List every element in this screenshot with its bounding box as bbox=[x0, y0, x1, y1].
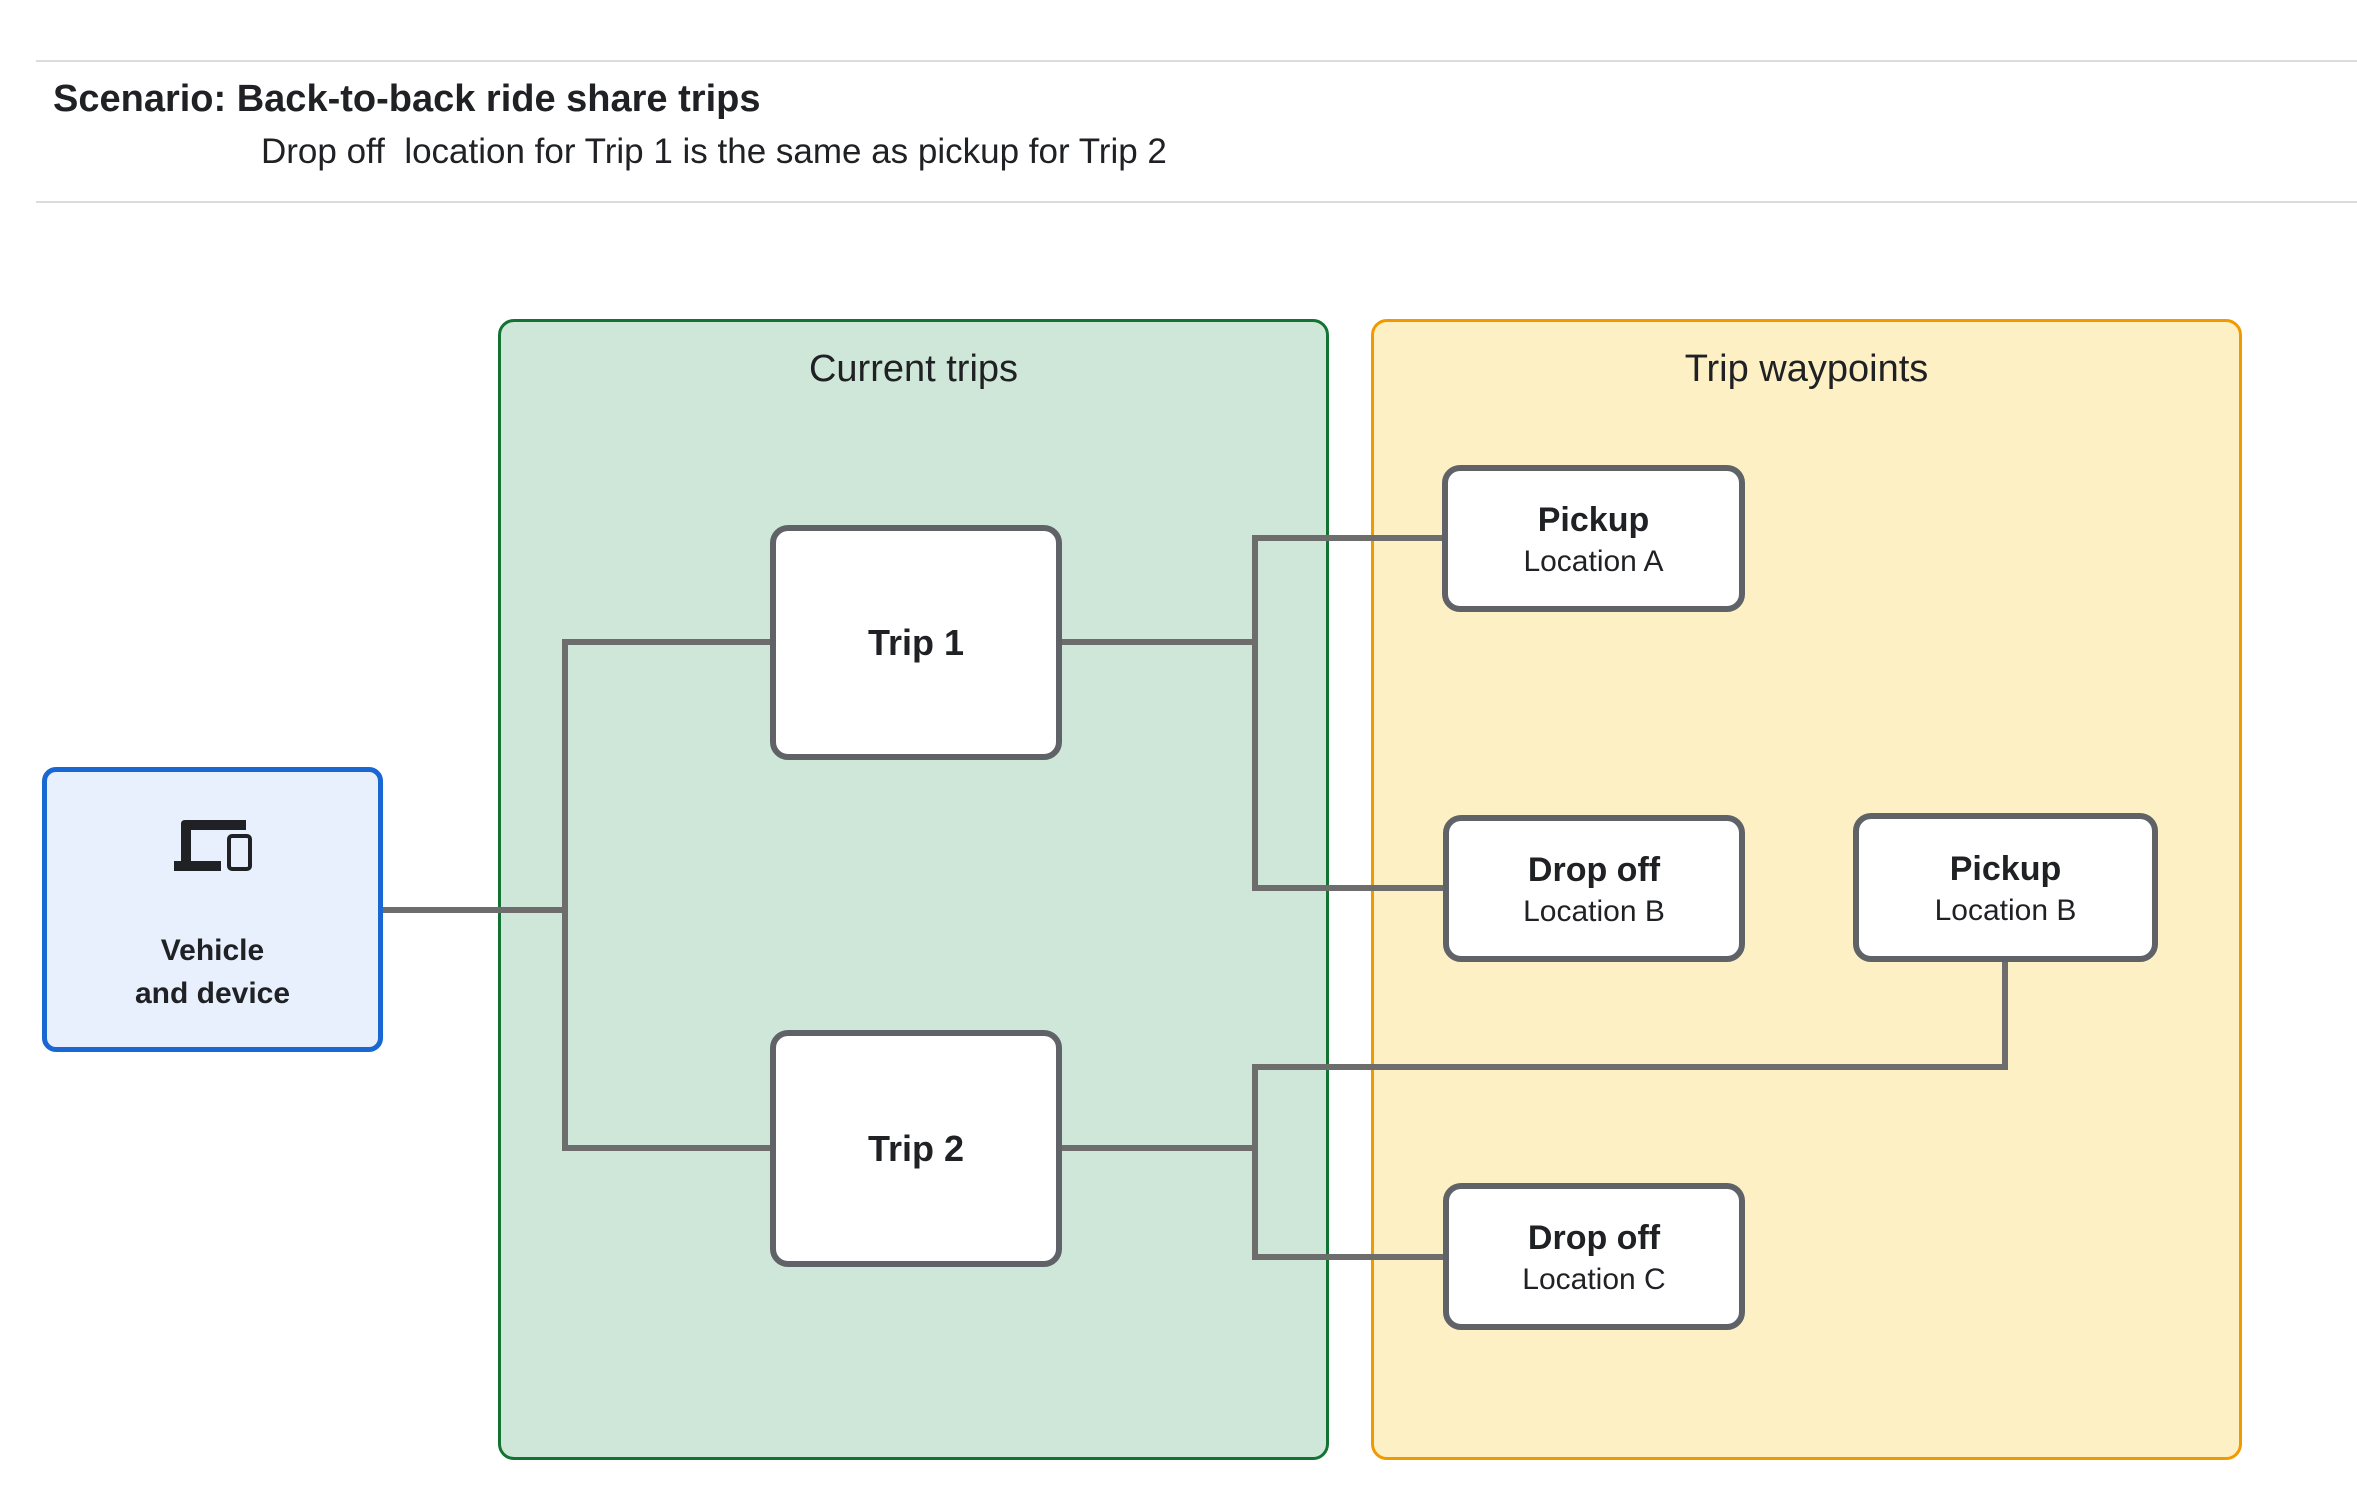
connector-segment bbox=[1252, 1064, 1258, 1260]
connector-segment bbox=[562, 1145, 770, 1151]
connector-segment bbox=[1062, 639, 1258, 645]
page-subtitle: Drop off location for Trip 1 is the same… bbox=[261, 132, 1167, 171]
connector-segment bbox=[2002, 959, 2008, 1070]
vehicle-label-line2: and device bbox=[134, 977, 291, 1010]
waypoint-location: Location A bbox=[1523, 544, 1664, 578]
trip-2-node: Trip 2 bbox=[770, 1030, 1062, 1267]
drop-off-location-c-node: Drop off Location C bbox=[1443, 1183, 1745, 1330]
waypoint-type: Drop off bbox=[1527, 1218, 1661, 1257]
connector-segment bbox=[1252, 1064, 2008, 1070]
waypoint-location: Location B bbox=[1934, 893, 2077, 927]
vehicle-and-device-node: Vehicle and device bbox=[42, 767, 383, 1052]
vehicle-label-line1: Vehicle bbox=[160, 934, 265, 967]
waypoint-type: Pickup bbox=[1949, 849, 2062, 888]
header-divider bbox=[36, 201, 2357, 203]
vehicle-node-label: Vehicle and device bbox=[135, 929, 290, 1015]
pickup-location-b-node: Pickup Location B bbox=[1853, 813, 2158, 962]
drop-off-location-b-node: Drop off Location B bbox=[1443, 815, 1745, 962]
waypoint-type: Drop off bbox=[1527, 850, 1661, 889]
connector-segment bbox=[1252, 885, 1443, 891]
connector-segment bbox=[562, 639, 770, 645]
top-divider bbox=[36, 60, 2357, 62]
connector-segment bbox=[383, 907, 568, 913]
connector-segment bbox=[562, 639, 568, 1151]
waypoint-type: Pickup bbox=[1537, 500, 1650, 539]
trip-1-label: Trip 1 bbox=[867, 621, 965, 663]
waypoint-location: Location B bbox=[1523, 894, 1665, 928]
pickup-location-a-node: Pickup Location A bbox=[1442, 465, 1745, 612]
waypoint-location: Location C bbox=[1522, 1262, 1666, 1296]
page-title: Scenario: Back-to-back ride share trips bbox=[53, 78, 761, 120]
trip-waypoints-title: Trip waypoints bbox=[1684, 348, 1929, 390]
laptop-phone-icon bbox=[173, 820, 252, 871]
current-trips-panel: Current trips bbox=[498, 319, 1329, 1460]
current-trips-title: Current trips bbox=[808, 348, 1019, 390]
trip-2-label: Trip 2 bbox=[867, 1127, 965, 1169]
connector-segment bbox=[1252, 535, 1258, 891]
trip-1-node: Trip 1 bbox=[770, 525, 1062, 760]
connector-segment bbox=[1062, 1145, 1258, 1151]
connector-segment bbox=[1252, 1254, 1443, 1260]
connector-segment bbox=[1252, 535, 1443, 541]
